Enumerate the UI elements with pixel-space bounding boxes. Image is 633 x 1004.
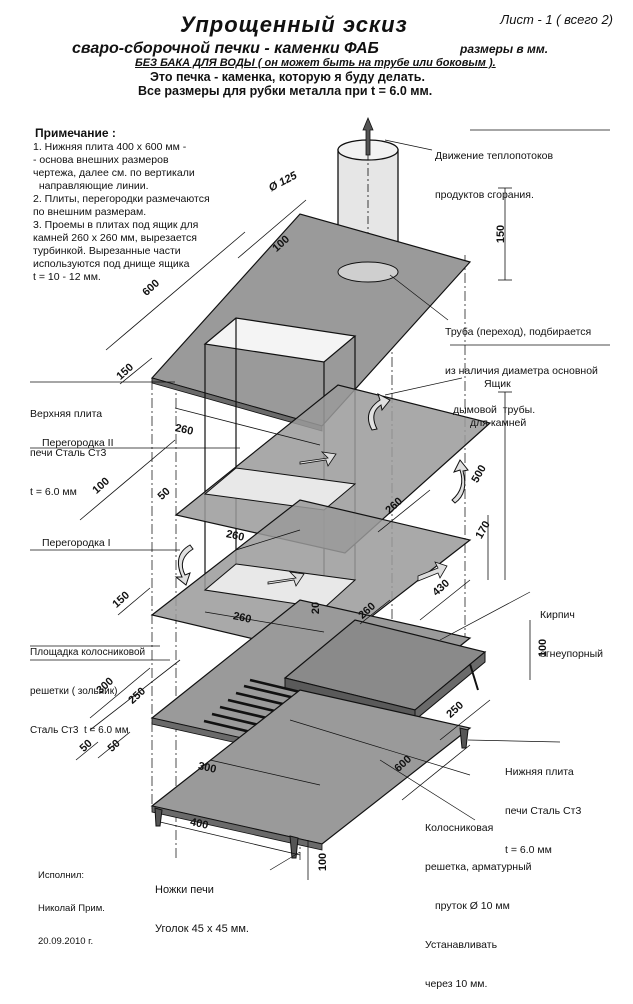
- leader-lines: [30, 129, 610, 871]
- label-line: решетка, арматурный: [425, 861, 532, 873]
- note-line: 3. Проемы в плитах под ящик для: [33, 219, 199, 231]
- label-line: Исполнил:: [38, 870, 85, 881]
- note-line: направляющие линии.: [33, 180, 149, 192]
- label-line: печи Сталь Ст3: [505, 805, 582, 817]
- label-line: печи Сталь Ст3: [30, 447, 107, 459]
- note-line: используются под днище ящика: [33, 258, 190, 270]
- label-line: Ножки печи: [155, 884, 214, 896]
- label-ashpit: Площадка колосниковой решетки ( зольник)…: [30, 620, 145, 750]
- label-line: Колосниковая: [425, 822, 494, 834]
- bottom-plate: [150, 689, 472, 851]
- label-pipe: Труба (переход), подбирается из наличия …: [445, 300, 598, 430]
- dim-brick-100: 100: [537, 638, 550, 658]
- intro-line-1: Это печка - каменка, которую я буду дела…: [150, 70, 425, 84]
- label-line: t = 6.0 мм: [30, 486, 77, 498]
- label-top-plate: Верхняя плита печи Сталь Ст3 t = 6.0 мм: [30, 382, 106, 512]
- label-stone-box: Ящик для камней: [470, 352, 526, 443]
- label-line: решетки ( зольник): [30, 686, 118, 697]
- label-line: Ящик: [484, 378, 511, 390]
- intro-line-2: Все размеры для рубки металла при t = 6.…: [138, 84, 433, 98]
- label-line: Кирпич: [540, 609, 575, 621]
- label-line: Нижняя плита: [505, 766, 574, 778]
- label-line: из наличия диаметра основной: [445, 365, 598, 377]
- label-line: пруток Ø 10 мм: [435, 900, 510, 912]
- label-brick: Кирпич огнеупорный: [540, 583, 603, 674]
- note-line: 1. Нижняя плита 400 х 600 мм -: [33, 141, 187, 153]
- label-partition-1: Перегородка I: [42, 537, 111, 549]
- drawing-subtitle: сваро-сборочной печки - каменки ФАБ: [72, 40, 379, 57]
- label-line: Устанавливать: [425, 939, 498, 951]
- units-note: размеры в мм.: [460, 42, 549, 56]
- note-line: чертежа, далее см. по вертикали: [33, 167, 195, 179]
- brick-block: [283, 619, 487, 722]
- dimension-lines: [75, 187, 531, 880]
- label-grate: Колосниковая решетка, арматурный пруток …: [425, 796, 532, 1004]
- label-line: Площадка колосниковой: [30, 647, 146, 658]
- note-text: 1. Нижняя плита 400 х 600 мм - - основа …: [33, 141, 238, 284]
- label-bottom-plate: Нижняя плита печи Сталь Ст3 t = 6.0 мм: [505, 740, 581, 870]
- label-legs: Ножки печи Уголок 45 х 45 мм.: [155, 858, 249, 949]
- dim-pipe-height: 150: [495, 224, 508, 244]
- label-line: продуктов сгорания.: [435, 189, 534, 201]
- sheet-number: Лист - 1 ( всего 2): [500, 12, 613, 27]
- label-line: Верхняя плита: [30, 408, 103, 420]
- label-line: Сталь Ст3 t = 6.0 мм: [30, 725, 129, 736]
- label-line: Движение теплопотоков: [435, 150, 554, 162]
- stove-drawing: [30, 116, 610, 880]
- dim-leg-100: 100: [317, 852, 330, 872]
- note-line: турбинкой. Вырезанные части: [33, 245, 181, 257]
- label-line: Труба (переход), подбирается: [445, 326, 592, 338]
- label-line: Уголок 45 х 45 мм.: [155, 923, 249, 935]
- author-block: Исполнил: Николай Прим. 20.09.2010 г.: [38, 848, 105, 958]
- note-heading: Примечание :: [35, 126, 116, 140]
- note-line: камней 260 х 260 мм, вырезается: [33, 232, 197, 244]
- label-heat-flow: Движение теплопотоков продуктов сгорания…: [435, 124, 553, 215]
- label-line: 20.09.2010 г.: [38, 936, 94, 947]
- label-line: через 10 мм.: [425, 978, 488, 990]
- partition-2: [174, 384, 492, 554]
- dim-20: 20: [310, 601, 323, 615]
- label-line: огнеупорный: [540, 648, 604, 660]
- label-line: для камней: [470, 417, 527, 429]
- note-line: по внешним размерам.: [33, 206, 147, 218]
- no-tank-note: БЕЗ БАКА ДЛЯ ВОДЫ ( он может быть на тру…: [135, 57, 496, 69]
- label-partition-2: Перегородка II: [42, 437, 114, 449]
- note-line: - основа внешних размеров: [33, 154, 169, 166]
- note-line: t = 10 - 12 мм.: [33, 271, 101, 283]
- label-line: Николай Прим.: [38, 903, 105, 914]
- drawing-title: Упрощенный эскиз: [180, 12, 408, 37]
- label-line: t = 6.0 мм: [505, 844, 552, 856]
- label-line: дымовой трубы.: [453, 404, 536, 416]
- note-line: 2. Плиты, перегородки размечаются: [33, 193, 210, 205]
- flow-arrows: [174, 393, 469, 586]
